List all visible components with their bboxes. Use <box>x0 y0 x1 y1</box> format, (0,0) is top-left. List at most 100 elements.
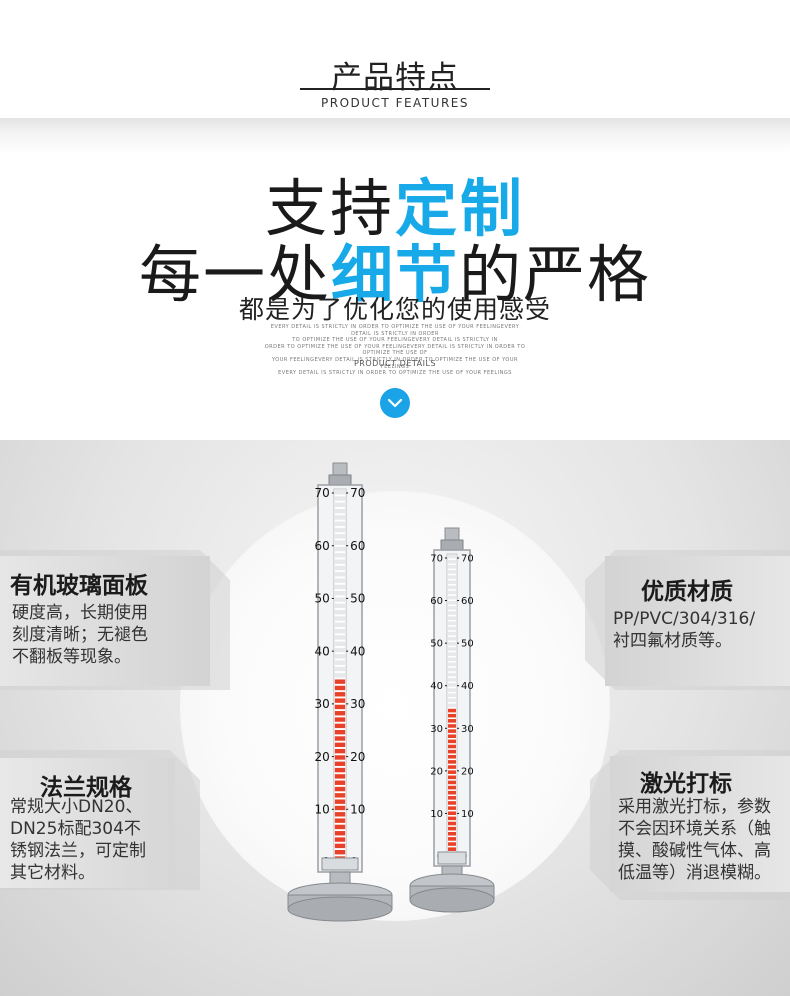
large-gauge-flap <box>334 489 346 495</box>
large-gauge-flap <box>334 673 346 678</box>
large-gauge-column <box>333 488 347 869</box>
small-gauge-flap <box>447 575 457 579</box>
large-gauge-flap <box>334 812 346 817</box>
large-gauge-flap <box>334 609 346 615</box>
small-gauge-flap <box>447 631 457 636</box>
large-gauge-flap <box>334 717 346 722</box>
small-gauge-flap <box>447 703 457 708</box>
large-gauge-flap <box>334 679 346 684</box>
headline-line2-plain-b: 的严格 <box>459 238 652 311</box>
fine-print-line: EVERY DETAIL IS STRICTLY IN ORDER TO OPT… <box>270 324 520 337</box>
small-gauge-flap <box>447 780 457 785</box>
large-gauge-flap <box>334 584 346 590</box>
large-gauge-flap <box>334 534 346 539</box>
small-gauge-flap <box>447 621 457 626</box>
large-gauge-flap <box>334 824 346 830</box>
large-gauge-flap <box>334 521 346 526</box>
large-gauge-flap <box>334 635 346 640</box>
feature-text: 硬度高，长期使用 刻度清晰；无褪色 不翻板等现象。 <box>12 603 148 667</box>
small-gauge-flap <box>447 713 457 718</box>
large-gauge-flap <box>334 736 346 741</box>
large-gauge-flap <box>334 603 346 609</box>
large-gauge-flap <box>334 666 346 672</box>
small-gauge-flap <box>447 642 457 646</box>
small-gauge-scale-label-left: 70 <box>430 554 443 565</box>
feature-panel-material: 优质材质 PP/PVC/304/316/ 衬四氟材质等。 <box>605 556 790 686</box>
large-gauge-flap <box>334 660 346 665</box>
large-gauge-flap <box>334 831 346 836</box>
large-gauge-flap <box>334 591 346 596</box>
headline-line2-plain-a: 每一处 <box>138 238 331 311</box>
large-gauge-flap <box>334 685 346 691</box>
large-gauge-flap <box>334 622 346 628</box>
large-gauge-flap <box>334 711 346 716</box>
small-gauge-flap <box>447 600 457 605</box>
scroll-down-button[interactable] <box>380 388 410 418</box>
small-gauge-flap <box>447 606 457 610</box>
large-gauge-flap <box>334 565 346 571</box>
chevron-down-icon <box>387 398 403 408</box>
product-details-label: PRODUCT DETAILS <box>353 359 437 368</box>
large-gauge-flap <box>334 774 346 779</box>
feature-text: PP/PVC/304/316/ 衬四氟材质等。 <box>613 609 756 651</box>
small-gauge-scale-label-right: 60 <box>461 596 474 607</box>
small-gauge-flap <box>447 754 457 759</box>
small-gauge-flap <box>447 775 457 780</box>
small-gauge-scale-label-right: 50 <box>461 639 474 650</box>
large-gauge-scale-label-left: 20 <box>315 750 330 764</box>
small-gauge-scale-label-right: 40 <box>461 681 474 692</box>
title-underline <box>300 88 490 90</box>
small-gauge-flap <box>447 554 457 559</box>
small-gauge-flap <box>447 698 457 703</box>
large-gauge-flap <box>334 647 346 653</box>
small-gauge-flange-bottom <box>409 887 495 913</box>
small-gauge-nameplate <box>437 851 467 865</box>
large-gauge-flap <box>334 616 346 621</box>
large-gauge-flap <box>334 805 346 811</box>
large-gauge-scale-label-right: 10 <box>350 802 365 816</box>
small-gauge-flap <box>447 667 457 672</box>
small-gauge-flap <box>447 708 457 713</box>
small-gauge-scale-label-left: 30 <box>430 724 443 735</box>
small-gauge-flap <box>447 570 457 574</box>
large-gauge-flap <box>334 559 346 564</box>
fine-print-line: ORDER TO OPTIMIZE THE USE OF YOUR FEELIN… <box>264 343 526 357</box>
feature-panel-flange: 法兰规格 常规大小DN20、 DN25标配304不 锈钢法兰，可定制 其它材料。 <box>0 758 175 888</box>
small-gauge-scale-label-right: 70 <box>461 554 474 565</box>
feature-title: 优质材质 <box>641 579 733 605</box>
small-gauge-flap <box>447 565 457 569</box>
large-gauge-flap <box>334 729 346 735</box>
headline-line1: 支持定制 <box>0 158 790 248</box>
fine-print-line: EVERY DETAIL IS STRICTLY IN ORDER TO OPT… <box>278 370 512 377</box>
small-gauge-flap <box>447 760 457 764</box>
large-gauge-scale-label-left: 40 <box>315 644 330 658</box>
large-gauge-flap <box>334 597 346 602</box>
small-gauge-flap <box>447 826 457 831</box>
large-gauge-flap <box>334 767 346 773</box>
large-gauge-flap <box>334 780 346 785</box>
small-gauge-flap <box>447 770 457 774</box>
large-gauge-flap <box>334 793 346 798</box>
small-gauge-flap <box>447 672 457 677</box>
large-gauge-flap <box>334 755 346 760</box>
large-gauge-scale-label-right: 60 <box>350 539 365 553</box>
small-gauge-flap <box>447 744 457 749</box>
large-gauge-flap <box>334 540 346 545</box>
small-gauge-flap <box>447 734 457 739</box>
small-gauge-flap <box>447 662 457 667</box>
small-gauge-flap <box>447 616 457 620</box>
small-gauge-flap <box>447 842 457 846</box>
small-gauge-flap <box>447 693 457 697</box>
large-gauge-flap <box>334 572 346 577</box>
small-gauge-scale-label-left: 20 <box>430 766 443 777</box>
small-gauge-flap <box>447 652 457 656</box>
large-gauge-flap <box>334 553 346 558</box>
small-gauge-flap <box>447 580 457 585</box>
small-gauge-flap <box>447 636 457 641</box>
small-gauge-scale-label-left: 10 <box>430 809 443 820</box>
small-gauge-flap <box>447 657 457 662</box>
small-gauge-flap <box>447 811 457 816</box>
feature-title: 有机玻璃面板 <box>10 573 148 599</box>
feature-text: 常规大小DN20、 DN25标配304不 锈钢法兰，可定制 其它材料。 <box>10 797 146 883</box>
